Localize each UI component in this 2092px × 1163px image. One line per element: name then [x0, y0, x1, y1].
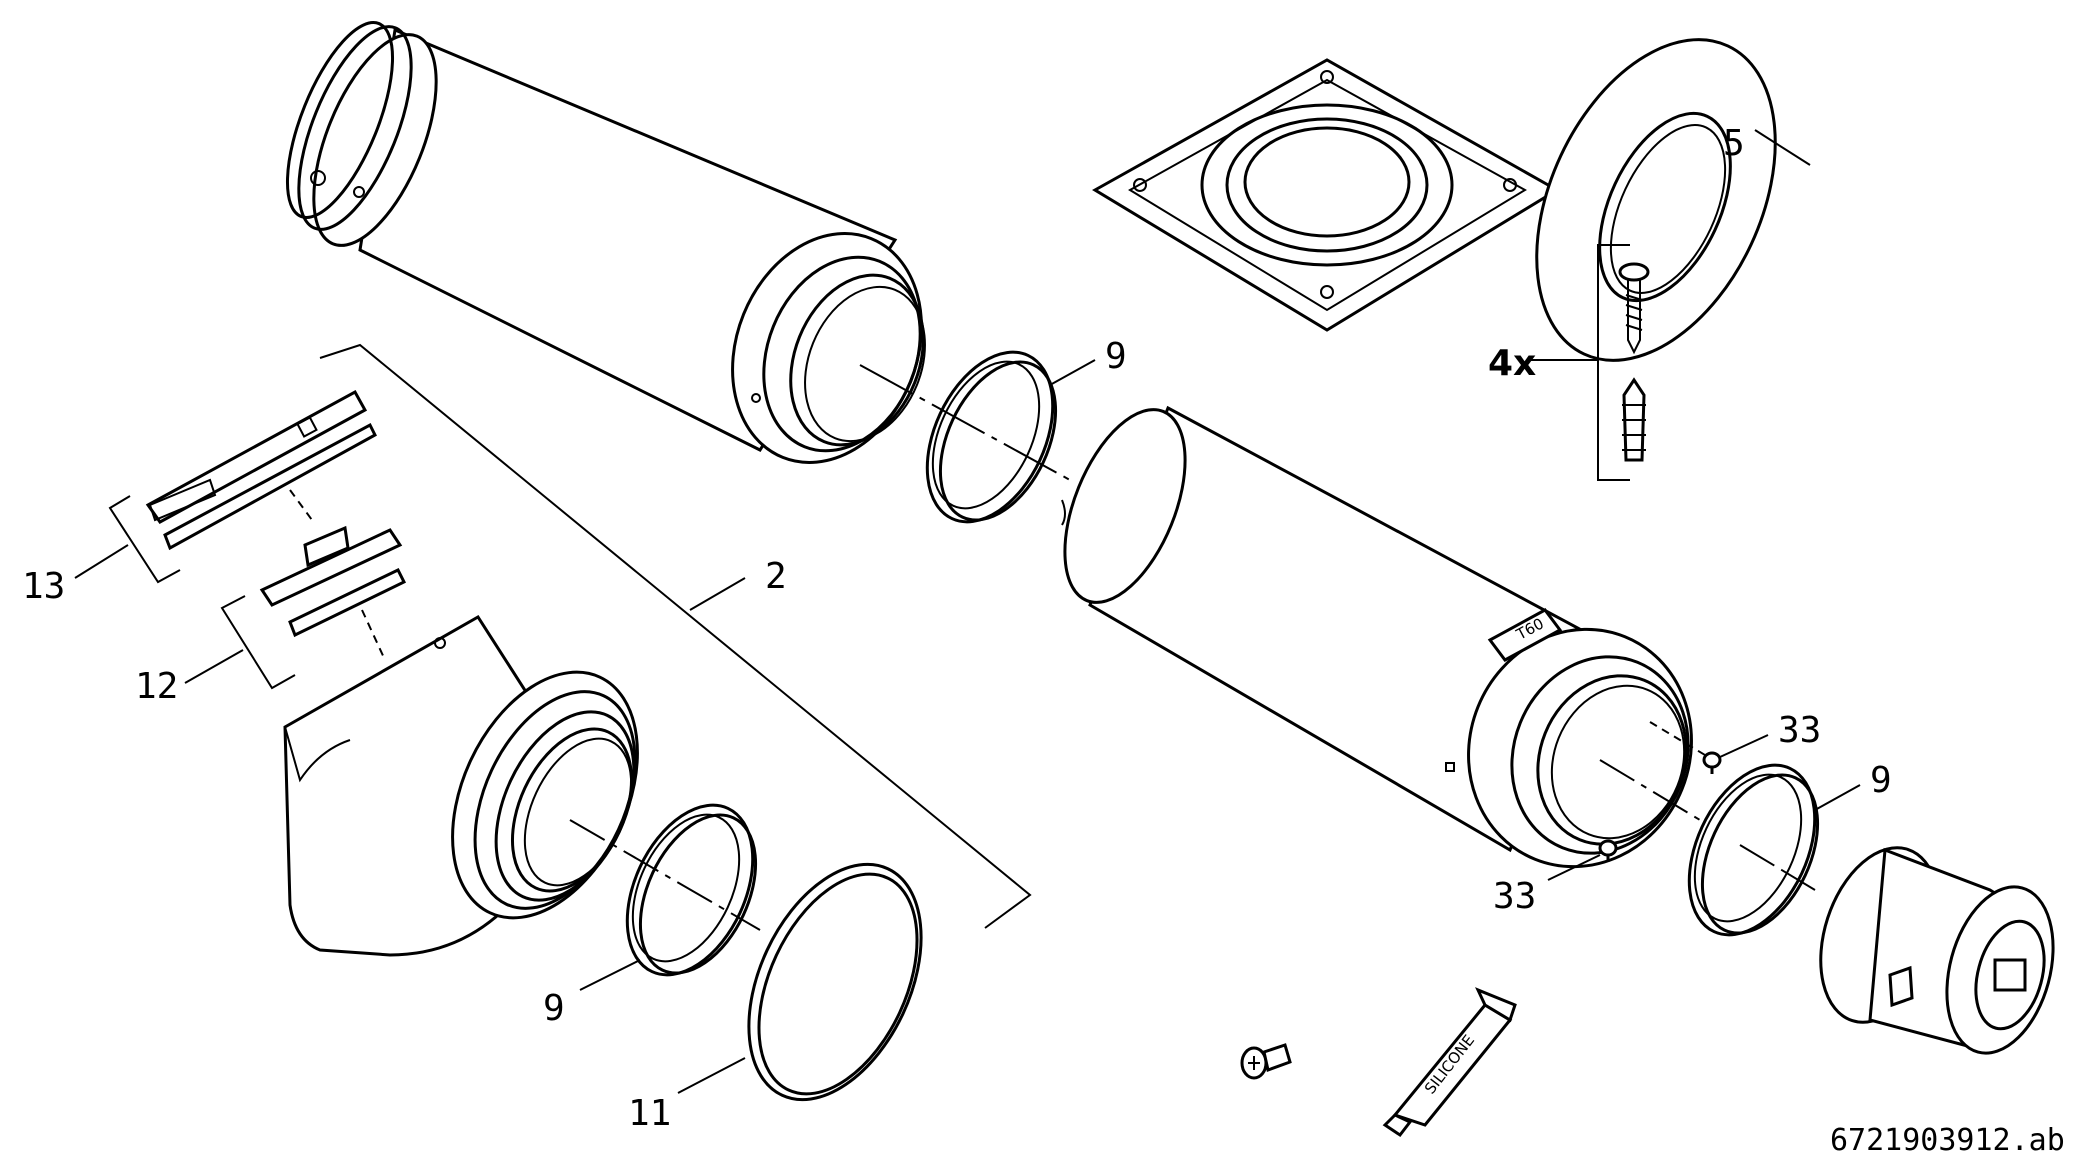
- leader-33b: [1547, 854, 1601, 881]
- leader-2: [689, 577, 746, 611]
- axis-line-right: [1739, 844, 1816, 891]
- axis-line-middle: [1599, 759, 1701, 821]
- screw-33-top: [1702, 751, 1722, 774]
- bracket-13: [108, 495, 181, 584]
- leader-9c: [1814, 784, 1861, 811]
- label-9c: 9: [1870, 760, 1892, 801]
- label-12: 12: [135, 666, 178, 707]
- label-13: 13: [22, 566, 65, 607]
- terminal-cap: [1819, 846, 2055, 1055]
- axis-line-elbow: [569, 819, 761, 931]
- fixing-set: [1530, 244, 1650, 481]
- label-11: 11: [628, 1093, 671, 1134]
- label-2: 2: [765, 556, 787, 597]
- silicone-tube: SILICONE: [1382, 987, 1517, 1138]
- elbow-bend: [283, 614, 639, 957]
- axis-line-upper: [859, 364, 1071, 481]
- label-5: 5: [1723, 123, 1745, 164]
- label-33b: 33: [1493, 876, 1536, 917]
- reference-number: 6721903912.ab: [1830, 1123, 2065, 1158]
- roof-plate: [1092, 58, 1560, 332]
- upper-pipe: [285, 21, 926, 464]
- label-9a: 9: [1105, 336, 1127, 377]
- screw-33-bottom: [1598, 839, 1618, 862]
- leader-13: [74, 544, 129, 579]
- leader-9a: [1049, 359, 1096, 386]
- axis-screw-top: [1649, 721, 1706, 756]
- group-bracket-2: [319, 343, 1032, 929]
- clip-part-12: [259, 525, 407, 661]
- leader-11: [677, 1057, 746, 1094]
- seal-ring-right: [1687, 763, 1820, 937]
- o-ring-11: [747, 862, 923, 1102]
- leader-5: [1754, 129, 1811, 166]
- label-qty: 4x: [1488, 343, 1536, 384]
- clip-part-13: [145, 389, 377, 551]
- seal-ring-lower: [625, 803, 758, 977]
- label-33a: 33: [1778, 710, 1821, 751]
- leader-33a: [1719, 734, 1769, 758]
- label-9b: 9: [543, 988, 565, 1029]
- small-screw: [1240, 1043, 1292, 1080]
- wall-rosette: [1535, 38, 1777, 362]
- middle-pipe: T60: [1061, 405, 1693, 869]
- bracket-12: [220, 595, 296, 690]
- leader-12: [184, 649, 244, 684]
- leader-9b: [579, 959, 641, 991]
- seal-ring-upper: [925, 350, 1058, 524]
